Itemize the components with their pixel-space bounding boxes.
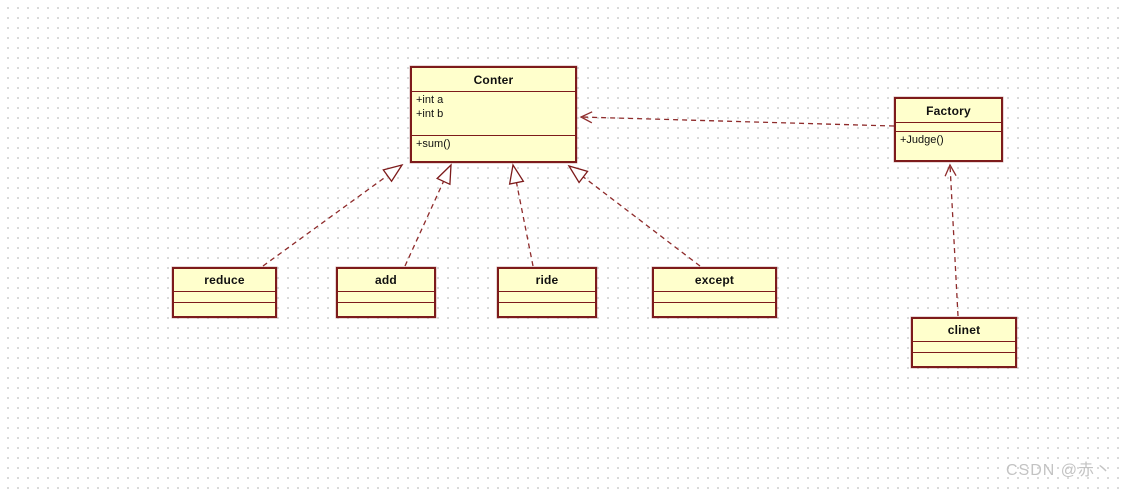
- class-attribute: +int b: [416, 108, 444, 120]
- realization-except-to-conter[interactable]: [567, 164, 701, 267]
- class-reduce-attributes: [174, 291, 275, 302]
- class-add-operations: [338, 302, 434, 316]
- class-operation: +Judge(): [900, 134, 944, 146]
- class-conter-title: Conter: [473, 72, 514, 87]
- csdn-watermark: CSDN @赤丶: [1005, 462, 1112, 479]
- class-ride-attributes: [499, 291, 595, 302]
- dependency-factory-to-conter[interactable]: [579, 111, 895, 127]
- class-reduce[interactable]: reduce: [172, 267, 277, 318]
- class-add-title: add: [375, 273, 397, 287]
- class-conter-attributes: +int a +int b: [412, 91, 575, 135]
- class-clinet-attributes: [913, 341, 1015, 352]
- class-clinet[interactable]: clinet: [911, 317, 1017, 368]
- class-reduce-title: reduce: [204, 273, 245, 287]
- class-except-title: except: [694, 273, 735, 287]
- class-except-attributes: [654, 291, 775, 302]
- class-factory-operations: +Judge(): [896, 131, 1001, 160]
- realization-add-to-conter[interactable]: [404, 163, 452, 267]
- realization-reduce-to-conter[interactable]: [262, 163, 404, 267]
- class-reduce-operations: [174, 302, 275, 316]
- class-add-attributes: [338, 291, 434, 302]
- class-except[interactable]: except: [652, 267, 777, 318]
- class-factory[interactable]: Factory +Judge(): [894, 97, 1003, 162]
- dependency-clinet-to-factory[interactable]: [944, 163, 959, 317]
- class-ride-operations: [499, 302, 595, 316]
- class-clinet-operations: [913, 352, 1015, 366]
- class-ride-title: ride: [535, 273, 559, 287]
- class-attribute: +int a: [416, 94, 444, 106]
- class-factory-title: Factory: [926, 103, 971, 118]
- class-conter[interactable]: Conter +int a +int b +sum(): [410, 66, 577, 163]
- class-clinet-title: clinet: [947, 323, 981, 337]
- class-except-operations: [654, 302, 775, 316]
- class-conter-operations: +sum(): [412, 135, 575, 161]
- class-operation: +sum(): [416, 138, 451, 150]
- class-add[interactable]: add: [336, 267, 436, 318]
- class-ride[interactable]: ride: [497, 267, 597, 318]
- realization-ride-to-conter[interactable]: [508, 163, 534, 267]
- class-factory-attributes: [896, 122, 1001, 131]
